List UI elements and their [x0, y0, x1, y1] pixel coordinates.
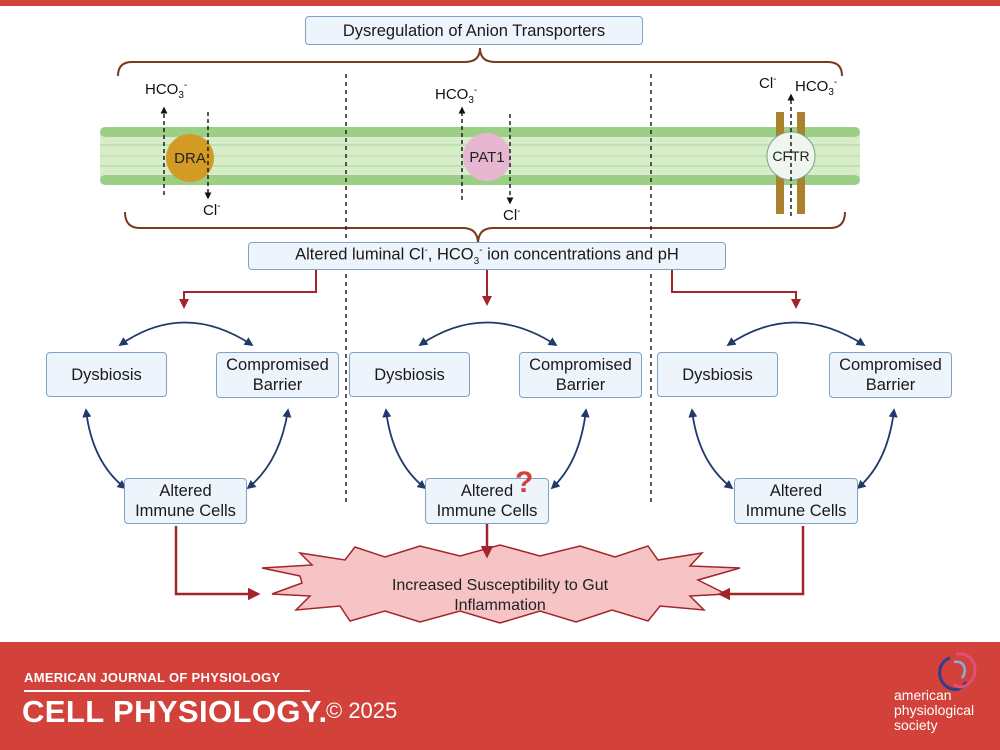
dra-shape	[166, 134, 214, 182]
altered-luminal-box: Altered luminal Cl-, HCO3- ion concentra…	[248, 242, 726, 270]
dra-transporter: DRA	[174, 149, 206, 167]
title-box: Dysregulation of Anion Transporters	[305, 16, 643, 45]
outcome-arrows	[174, 524, 805, 601]
ion-arrows	[160, 93, 795, 216]
cftr-transporter: CFTR	[772, 148, 810, 164]
copyright-text: © 2025	[326, 698, 398, 723]
lower-brace	[124, 211, 846, 245]
ion-label-cl-dra: Cl-	[203, 201, 221, 219]
top-accent-bar	[0, 0, 1000, 6]
ion-label-cl-pat1: Cl-	[503, 206, 521, 224]
journal-name: AMERICAN JOURNAL OF PHYSIOLOGY	[24, 670, 281, 685]
section-name: CELL PHYSIOLOGY.	[22, 694, 328, 729]
footer-divider	[24, 690, 310, 692]
journal-footer: AMERICAN JOURNAL OF PHYSIOLOGY CELL PHYS…	[0, 642, 1000, 750]
question-mark-icon: ?	[515, 466, 534, 499]
ion-label-hco3-cftr: HCO3-	[795, 77, 838, 98]
upper-brace	[117, 47, 843, 77]
pat1-shape	[463, 133, 511, 181]
red-connectors	[179, 270, 801, 309]
cycle-arrows	[82, 321, 898, 490]
society-name: american physiological society	[894, 687, 975, 733]
ion-label-hco3-dra: HCO3-	[145, 80, 188, 101]
dysbiosis-box-1: Dysbiosis	[46, 352, 167, 397]
title-text: Dysregulation of Anion Transporters	[342, 21, 606, 40]
dysbiosis-box-2: Dysbiosis	[349, 352, 470, 397]
outcome-burst	[261, 544, 741, 624]
pat1-transporter: PAT1	[469, 148, 505, 166]
ion-label-cl-cftr: Cl-	[759, 74, 777, 92]
ion-label-hco3-pat1: HCO3-	[435, 85, 478, 106]
outcome-text: Increased Susceptibility to Gut Inflamma…	[391, 577, 609, 614]
aps-logo-icon	[938, 652, 977, 691]
dysbiosis-box-3: Dysbiosis	[657, 352, 778, 397]
